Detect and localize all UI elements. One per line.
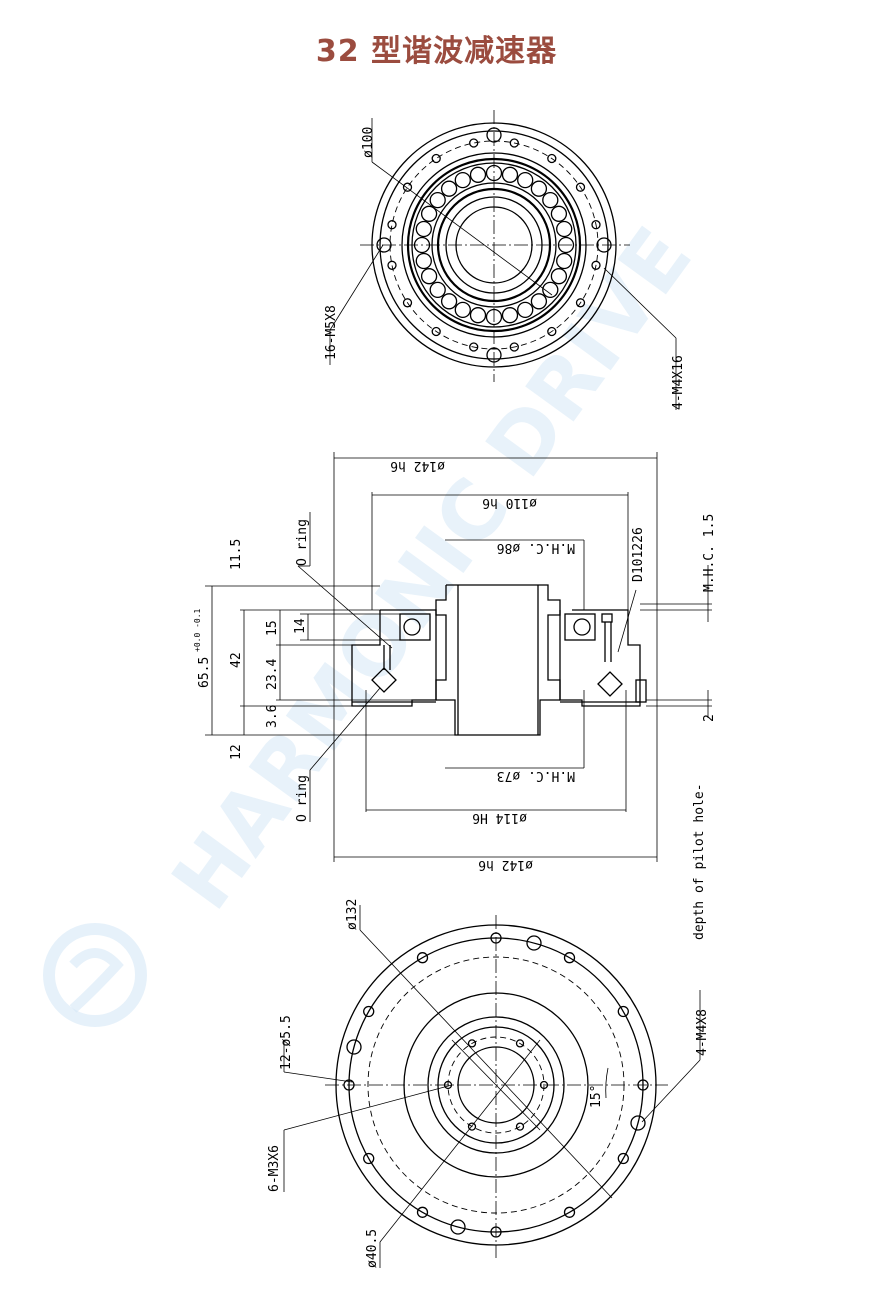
small-hole-icon bbox=[515, 1122, 525, 1131]
watermark-logo bbox=[43, 923, 147, 1027]
label-15: 15 bbox=[265, 620, 280, 636]
bolt-hole-icon bbox=[469, 342, 479, 352]
bearing-ball bbox=[517, 171, 534, 189]
label-15-deg: 15° bbox=[589, 1085, 604, 1108]
bearing-ball bbox=[530, 180, 548, 197]
label-d40-5: ø40.5 bbox=[365, 1229, 380, 1268]
tapped-hole-icon bbox=[346, 1039, 362, 1055]
bearing-ball bbox=[420, 205, 438, 222]
bearing-ball bbox=[556, 220, 573, 238]
bolt-hole-icon bbox=[575, 182, 586, 192]
bearing-ball bbox=[440, 293, 458, 310]
bolt-hole-icon bbox=[416, 1206, 429, 1218]
bolt-hole-icon bbox=[431, 153, 441, 164]
bearing-ball bbox=[542, 281, 559, 299]
bolt-hole-icon bbox=[416, 952, 429, 964]
bearing-ball bbox=[454, 171, 471, 189]
bearing-ball bbox=[469, 166, 487, 183]
label-11-5: 11.5 bbox=[229, 539, 244, 570]
bolt-hole-icon bbox=[563, 952, 576, 964]
bearing-ball bbox=[501, 307, 519, 324]
tapped-hole-icon bbox=[526, 935, 542, 951]
label-3-6: 3.6 bbox=[265, 705, 280, 728]
bearing-ball bbox=[429, 191, 446, 209]
small-hole-icon bbox=[467, 1122, 477, 1131]
bolt-hole-icon bbox=[469, 138, 479, 148]
bolt-hole-icon bbox=[547, 326, 557, 337]
bearing-ball bbox=[440, 180, 458, 197]
label-65-5: 65.5 bbox=[197, 657, 212, 688]
label-42: 42 bbox=[229, 652, 244, 668]
bolt-hole-icon bbox=[431, 326, 441, 337]
label-d110: ø110 h6 bbox=[482, 495, 537, 510]
label-d100: ø100 bbox=[361, 127, 376, 158]
bearing-ball bbox=[415, 252, 432, 270]
bolt-hole-icon bbox=[509, 138, 519, 148]
bolt-hole-icon bbox=[387, 220, 397, 230]
bearing-ball bbox=[429, 281, 446, 299]
bolt-hole-icon bbox=[617, 1005, 629, 1018]
top-view bbox=[329, 110, 677, 410]
bearing-ball bbox=[420, 268, 438, 285]
bearing-ball bbox=[517, 301, 534, 319]
small-hole-icon bbox=[515, 1039, 525, 1048]
label-23-4: 23.4 bbox=[265, 659, 280, 690]
bolt-hole-icon bbox=[575, 298, 586, 308]
label-4-m4x8: 4-M4X8 bbox=[695, 1009, 710, 1056]
bolt-hole-icon bbox=[363, 1005, 375, 1018]
bolt-hole-icon bbox=[402, 182, 413, 192]
bolt-hole-icon bbox=[617, 1152, 629, 1165]
label-pilot-depth: depth of pilot hole- bbox=[692, 783, 707, 940]
page-title: 32 型谐波减速器 bbox=[315, 34, 558, 69]
label-65-5-tol: +0.0 -0.1 bbox=[193, 608, 202, 652]
label-14: 14 bbox=[293, 618, 308, 634]
label-d132: ø132 bbox=[345, 899, 360, 930]
ball-bearing-ring bbox=[413, 164, 575, 326]
label-12-d5-5: 12-ø5.5 bbox=[279, 1015, 294, 1070]
label-mhc73: M.H.C. ø73 bbox=[497, 768, 575, 783]
bolt-hole-icon bbox=[509, 342, 519, 352]
label-oring-top: O ring bbox=[295, 519, 310, 566]
tapped-hole-icon bbox=[630, 1115, 646, 1131]
label-12: 12 bbox=[229, 744, 244, 760]
label-6-m3x6: 6-M3X6 bbox=[267, 1145, 282, 1192]
bearing-ball bbox=[550, 205, 568, 222]
bolt-hole-icon bbox=[591, 220, 601, 230]
label-4-m4x16: 4-M4X16 bbox=[671, 355, 686, 410]
label-mhc86: M.H.C. ø86 bbox=[497, 540, 575, 555]
section-view bbox=[205, 452, 712, 862]
label-d142-bottom: ø142 h6 bbox=[478, 857, 533, 872]
tapped-hole-icon bbox=[450, 1219, 466, 1235]
bolt-hole-icon bbox=[402, 298, 413, 308]
label-mhc15: M.H.C. 1.5 bbox=[702, 514, 717, 592]
bearing-ball bbox=[501, 166, 519, 183]
bolt-hole-icon bbox=[591, 260, 601, 270]
label-d114: ø114 H6 bbox=[472, 810, 527, 825]
label-d101226: D101226 bbox=[631, 527, 646, 582]
small-hole-icon bbox=[467, 1039, 477, 1048]
bearing-ball bbox=[454, 301, 471, 319]
bearing-ball bbox=[469, 307, 487, 324]
label-oring-bottom: O ring bbox=[295, 775, 310, 822]
label-d142-top: ø142 h6 bbox=[390, 458, 445, 473]
bolt-hole-icon bbox=[387, 260, 397, 270]
bearing-ball bbox=[550, 268, 568, 285]
bolt-hole-icon bbox=[547, 153, 557, 164]
bottom-view bbox=[283, 905, 701, 1268]
bearing-ball bbox=[556, 252, 573, 270]
bearing-ball bbox=[530, 293, 548, 310]
bolt-hole-icon bbox=[363, 1152, 375, 1165]
bearing-ball bbox=[542, 191, 559, 209]
label-16-m5x8: 16-M5X8 bbox=[324, 305, 339, 360]
bearing-ball bbox=[415, 220, 432, 238]
bolt-hole-icon bbox=[563, 1206, 576, 1218]
label-2: 2 bbox=[702, 714, 717, 722]
